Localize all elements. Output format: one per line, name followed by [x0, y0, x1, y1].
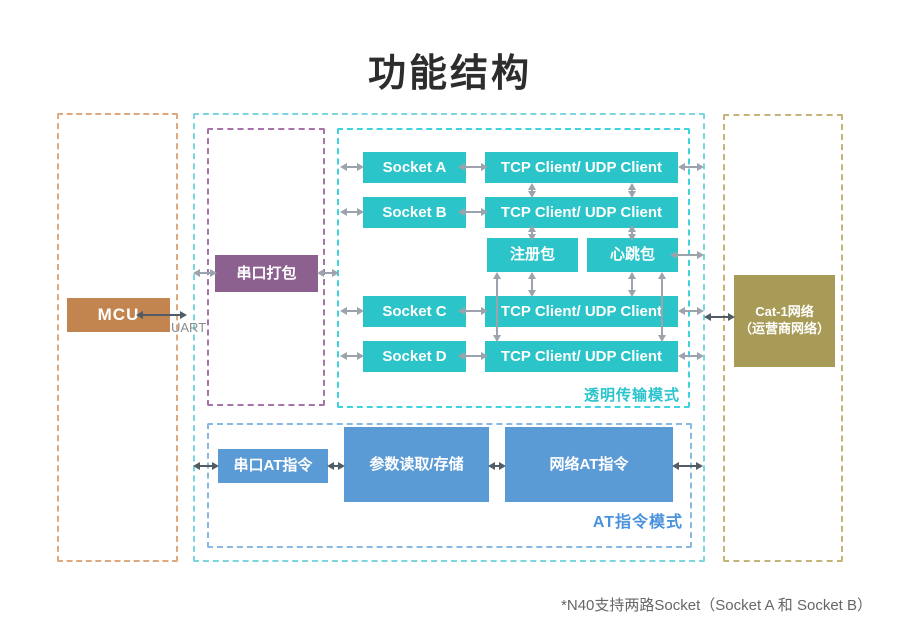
arrow-network-at-edge [672, 462, 703, 470]
arrow-heartbeat-network [670, 251, 704, 259]
arrow-socket-b-tcp2 [458, 208, 488, 216]
network-panel [723, 114, 843, 562]
arrow-heartbeat-tcp4 [658, 272, 666, 342]
socket-d-box: Socket D [363, 341, 466, 372]
serial-pack-panel [207, 128, 325, 406]
transparent-mode-label: 透明传输模式 [583, 387, 680, 404]
module-panel [193, 113, 705, 562]
heartbeat-packet-box: 心跳包 [587, 238, 678, 272]
serial-at-command-box: 串口AT指令 [218, 449, 328, 483]
arrow-serial-pack-transparent [317, 269, 339, 277]
arrow-tcp1-tcp2-right [628, 183, 636, 198]
network-at-command-box: 网络AT指令 [505, 427, 673, 502]
transparent-mode-panel [337, 128, 690, 408]
serial-pack-box: 串口打包 [215, 255, 318, 292]
registration-packet-box: 注册包 [487, 238, 578, 272]
arrow-mcu-uart [136, 311, 187, 319]
uart-label: UART [171, 320, 207, 335]
at-mode-panel [207, 423, 692, 548]
tcp-udp-client-box-4: TCP Client/ UDP Client [485, 341, 678, 372]
arrow-socket-c-tcp3 [458, 307, 488, 315]
socket-b-box: Socket B [363, 197, 466, 228]
arrow-tcp1-tcp2-left [528, 183, 536, 198]
arrow-serial-at-param [327, 462, 345, 470]
arrow-edge-serial-pack [193, 269, 217, 277]
arrow-tcp2-heartbeat [628, 225, 636, 241]
arrow-tcp2-registration [528, 225, 536, 241]
tcp-udp-client-box-3: TCP Client/ UDP Client [485, 296, 678, 327]
arrow-edge-socket-b [340, 208, 364, 216]
page-title: 功能结构 [367, 53, 532, 95]
at-mode-label: AT指令模式 [592, 514, 683, 531]
arrow-tcp4-network [678, 352, 704, 360]
mcu-panel [57, 113, 178, 562]
arrow-socket-d-tcp4 [458, 352, 488, 360]
arrow-tcp1-network [678, 163, 704, 171]
param-storage-box: 参数读取/存储 [344, 427, 489, 502]
socket-a-box: Socket A [363, 152, 466, 183]
arrow-edge-serial-at [193, 462, 219, 470]
footnote: *N40支持两路Socket（Socket A 和 Socket B） [561, 597, 872, 614]
cat1-network-line1: Cat-1网络 [755, 304, 814, 320]
arrow-socket-a-tcp1 [458, 163, 488, 171]
arrow-registration-tcp3 [528, 272, 536, 297]
arrow-edge-socket-c [340, 307, 364, 315]
socket-c-box: Socket C [363, 296, 466, 327]
tcp-udp-client-box-1: TCP Client/ UDP Client [485, 152, 678, 183]
arrow-heartbeat-tcp3 [628, 272, 636, 297]
arrow-module-cat1 [704, 313, 735, 321]
arrow-registration-tcp4 [493, 272, 501, 342]
arrow-tcp3-network [678, 307, 704, 315]
tcp-udp-client-box-2: TCP Client/ UDP Client [485, 197, 678, 228]
arrow-edge-socket-a [340, 163, 364, 171]
arrow-param-network-at [488, 462, 506, 470]
cat1-network-box: Cat-1网络 （运营商网络） [734, 275, 835, 367]
cat1-network-line2: （运营商网络） [738, 321, 830, 336]
arrow-edge-socket-d [340, 352, 364, 360]
